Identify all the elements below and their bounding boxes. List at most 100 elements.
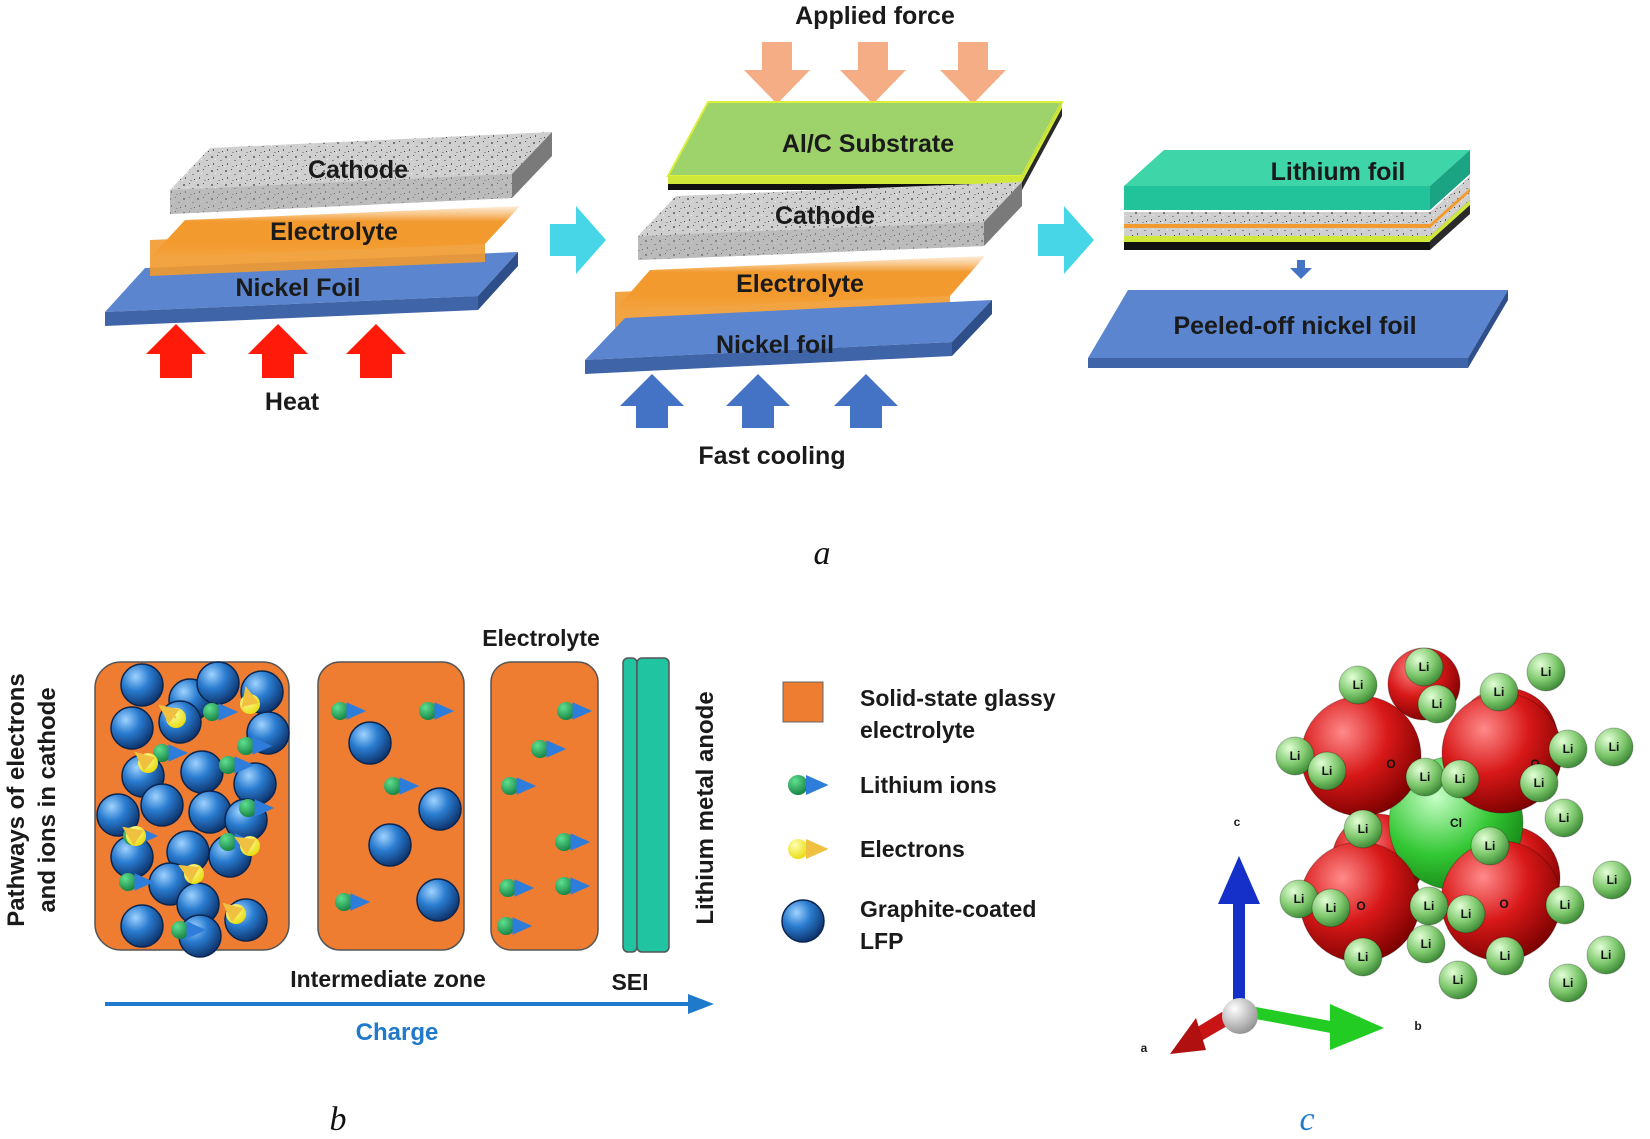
lfp-particle [110, 706, 154, 750]
lfp-particle [348, 721, 392, 765]
electron-direction-arrow [158, 704, 180, 724]
lithium-atom [1485, 936, 1525, 976]
process-arrow-2-icon [1038, 206, 1094, 274]
lithium-atom-label: Li [1607, 873, 1618, 887]
axis-a-label: a [1141, 1041, 1148, 1055]
lithium-atom [1343, 809, 1383, 849]
lithium-ion [171, 921, 189, 939]
peeled-nickel-foil-label: Peeled-off nickel foil [1173, 312, 1416, 340]
step2-cathode-block [638, 182, 1022, 260]
electron-direction-arrow [134, 751, 156, 772]
panel-b: Pathways of electrons and ions in cathod… [3, 625, 1056, 1138]
legend-lithium-ions: Lithium ions [860, 772, 997, 798]
legend-lfp-line2: LFP [860, 928, 903, 954]
lithium-atom [1526, 652, 1566, 692]
cooling-arrow-icon [726, 374, 790, 428]
lfp-particle [96, 793, 140, 837]
lithium-atom-label: Li [1541, 665, 1552, 679]
lfp-particle [120, 904, 164, 948]
lithium-atom [1594, 727, 1634, 767]
axis-c-label: c [1234, 815, 1241, 829]
axis-origin-icon [1222, 998, 1258, 1034]
force-arrow-icon [840, 42, 906, 104]
lithium-atom-label: Li [1419, 660, 1430, 674]
intermediate-particles [331, 702, 462, 922]
caption-c: c [1299, 1101, 1314, 1138]
lithium-atom [1470, 826, 1510, 866]
lithium-atom [1406, 924, 1446, 964]
step3-laminate [1124, 176, 1470, 250]
lithium-ion [331, 702, 349, 720]
caption-a: a [814, 535, 831, 572]
lithium-atom [1275, 736, 1315, 776]
lithium-atom-label: Li [1294, 892, 1305, 906]
axis-a-arrow-icon [1170, 1018, 1206, 1054]
electrolyte-zone-label: Electrolyte [482, 625, 600, 651]
electron-direction-arrow [178, 864, 200, 883]
caption-b: b [330, 1101, 347, 1138]
lithium-ion [384, 777, 402, 795]
lithium-atom-label: Li [1494, 685, 1505, 699]
lithium-ion [219, 833, 237, 851]
lithium-atom-label: Li [1485, 839, 1496, 853]
lfp-particle [196, 661, 240, 705]
lithium-atom [1417, 684, 1457, 724]
lfp-particle [140, 783, 184, 827]
intermediate-zone-label: Intermediate zone [290, 966, 486, 992]
step2-stack: Applied force Al/C Substrate [585, 2, 1064, 470]
lithium-atom [1440, 759, 1480, 799]
axis-b-arrow-icon [1330, 1004, 1384, 1050]
lithium-atom-label: Li [1563, 976, 1574, 990]
step2-cathode-label: Cathode [775, 202, 875, 230]
electron-direction-arrow [122, 826, 144, 846]
lfp-particle [180, 750, 224, 794]
electron-direction-arrow [241, 685, 259, 708]
oxygen-label: O [1386, 757, 1395, 771]
substrate-label: Al/C Substrate [782, 130, 954, 158]
lithium-atom-label: Li [1290, 749, 1301, 763]
electrolyte-zone-box [490, 661, 599, 951]
applied-force-label: Applied force [795, 2, 955, 30]
panel-c: ClOOOOLiLiLiLiLiLiLiLiLiLiLiLiLiLiLiLiLi… [1141, 647, 1634, 1138]
lithium-ion [497, 917, 515, 935]
cathode-particles [96, 661, 290, 958]
pathways-label-line2: and ions in cathode [34, 687, 61, 912]
crystal-axes: c b a [1141, 815, 1422, 1055]
lithium-atom-label: Li [1358, 950, 1369, 964]
axis-c-arrow-icon [1218, 856, 1260, 904]
cooling-arrows [620, 374, 898, 428]
force-arrow-icon [940, 42, 1006, 104]
chlorine-atom-label: Cl [1450, 816, 1462, 830]
lfp-particle [418, 787, 462, 831]
step1-cathode-label: Cathode [308, 156, 408, 184]
lithium-foil [1124, 150, 1470, 210]
oxygen-label: O [1530, 757, 1539, 771]
electrolyte-particles [497, 702, 593, 935]
heat-arrow-icon [346, 324, 406, 378]
legend-electrolyte-swatch-icon [782, 681, 824, 723]
lithium-atom-label: Li [1326, 901, 1337, 915]
crystal-structure: ClOOOOLiLiLiLiLiLiLiLiLiLiLiLiLiLiLiLiLi… [1275, 647, 1634, 1003]
force-arrow-icon [744, 42, 810, 104]
lithium-atom [1338, 665, 1378, 705]
step2-nickel-foil [585, 300, 992, 374]
lithium-atom-label: Li [1421, 937, 1432, 951]
legend-lithium-ion-icon [788, 775, 808, 795]
lithium-ion [153, 744, 171, 762]
lithium-atom-label: Li [1420, 770, 1431, 784]
lithium-foil-label: Lithium foil [1271, 158, 1406, 186]
lithium-atom [1519, 763, 1559, 803]
lithium-atom-label: Li [1353, 678, 1364, 692]
lithium-ion [219, 756, 237, 774]
lithium-atom [1409, 886, 1449, 926]
electron-direction-arrow [234, 836, 256, 855]
force-arrows [744, 42, 1006, 104]
electron-direction-arrow [222, 902, 244, 923]
lithium-metal-anode [636, 657, 670, 953]
lithium-atom [1479, 672, 1519, 712]
lithium-atom [1438, 960, 1478, 1000]
cooling-arrow-icon [834, 374, 898, 428]
step3-stack: Lithium foil Peeled-off nickel foil [1088, 150, 1508, 368]
lfp-particle [416, 878, 460, 922]
lithium-atom [1545, 885, 1585, 925]
